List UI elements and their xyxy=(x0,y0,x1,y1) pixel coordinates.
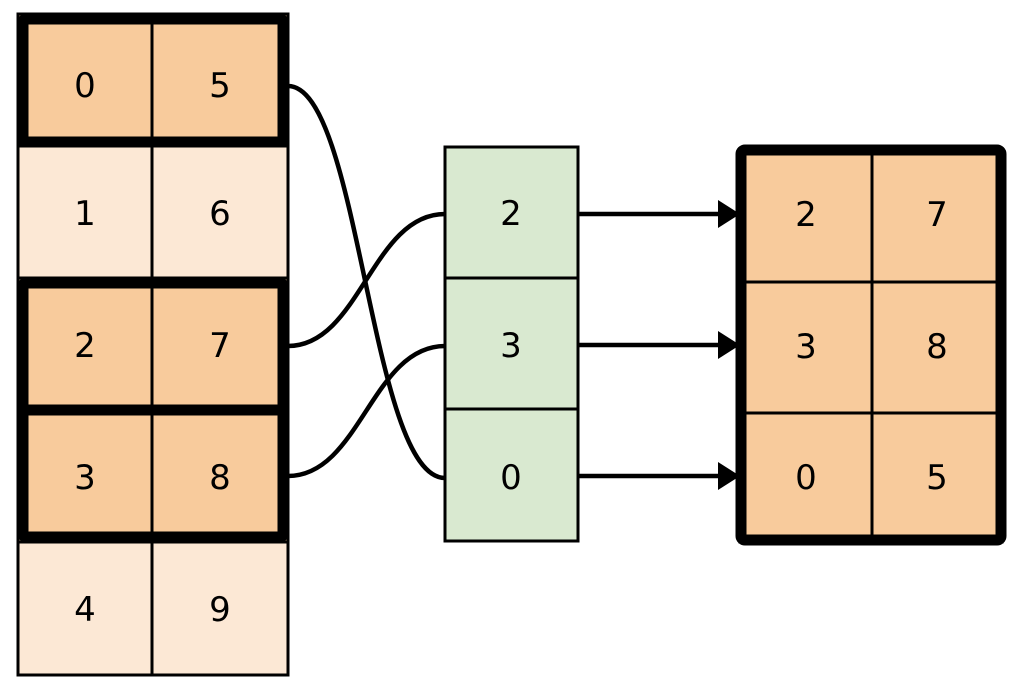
result-table-outline xyxy=(735,144,1007,546)
arrow-head-0 xyxy=(718,200,740,228)
arrow-head-1 xyxy=(718,331,740,359)
source-cell-0-1 xyxy=(150,12,290,148)
source-cell-0-0 xyxy=(16,12,154,148)
source-cell-1-1 xyxy=(150,144,290,280)
index-label-0: 2 xyxy=(500,194,522,234)
arrow-head-2 xyxy=(718,462,740,490)
source-label-2-0: 2 xyxy=(74,326,96,366)
curve-row3-to-slot1 xyxy=(287,343,446,479)
result-label-0-1: 7 xyxy=(926,195,948,235)
result-label-2-0: 0 xyxy=(795,458,817,498)
index-label-2: 0 xyxy=(500,458,522,498)
source-label-0-1: 5 xyxy=(209,66,231,106)
result-cell-2-1 xyxy=(870,411,1004,544)
result-arrows xyxy=(578,200,740,490)
result-label-1-0: 3 xyxy=(795,327,817,367)
source-cell-2-1 xyxy=(150,276,290,412)
index-label-1: 3 xyxy=(500,326,522,366)
result-cell-0-1 xyxy=(870,147,1004,284)
source-row-0[interactable]: 0 5 xyxy=(16,12,290,148)
source-row-1[interactable]: 1 6 xyxy=(16,144,290,280)
source-label-0-0: 0 xyxy=(74,66,96,106)
source-cell-4-0 xyxy=(16,540,154,677)
source-cell-3-1 xyxy=(150,408,290,544)
source-label-3-0: 3 xyxy=(74,458,96,498)
result-label-1-1: 8 xyxy=(926,327,948,367)
source-row-4[interactable]: 4 9 xyxy=(16,540,290,677)
index-column: 2 3 0 xyxy=(443,145,580,543)
source-cell-4-1 xyxy=(150,540,290,677)
source-label-3-1: 8 xyxy=(209,458,231,498)
index-cell-1[interactable] xyxy=(443,276,580,411)
curve-row2-to-slot0 xyxy=(287,211,446,349)
source-label-4-0: 4 xyxy=(74,590,96,630)
source-table: 0 5 1 6 2 7 3 8 xyxy=(16,12,290,677)
source-label-1-0: 1 xyxy=(74,194,96,234)
source-row-3[interactable]: 3 8 xyxy=(16,408,290,544)
source-label-1-1: 6 xyxy=(209,194,231,234)
connection-curves xyxy=(287,83,446,481)
result-table: 2 7 3 8 0 5 xyxy=(735,144,1007,546)
source-row-2[interactable]: 2 7 xyxy=(16,276,290,412)
result-label-2-1: 5 xyxy=(926,458,948,498)
source-label-4-1: 9 xyxy=(209,590,231,630)
result-label-0-0: 2 xyxy=(795,195,817,235)
source-label-2-1: 7 xyxy=(209,326,231,366)
source-highlight-row-0 xyxy=(17,13,289,148)
